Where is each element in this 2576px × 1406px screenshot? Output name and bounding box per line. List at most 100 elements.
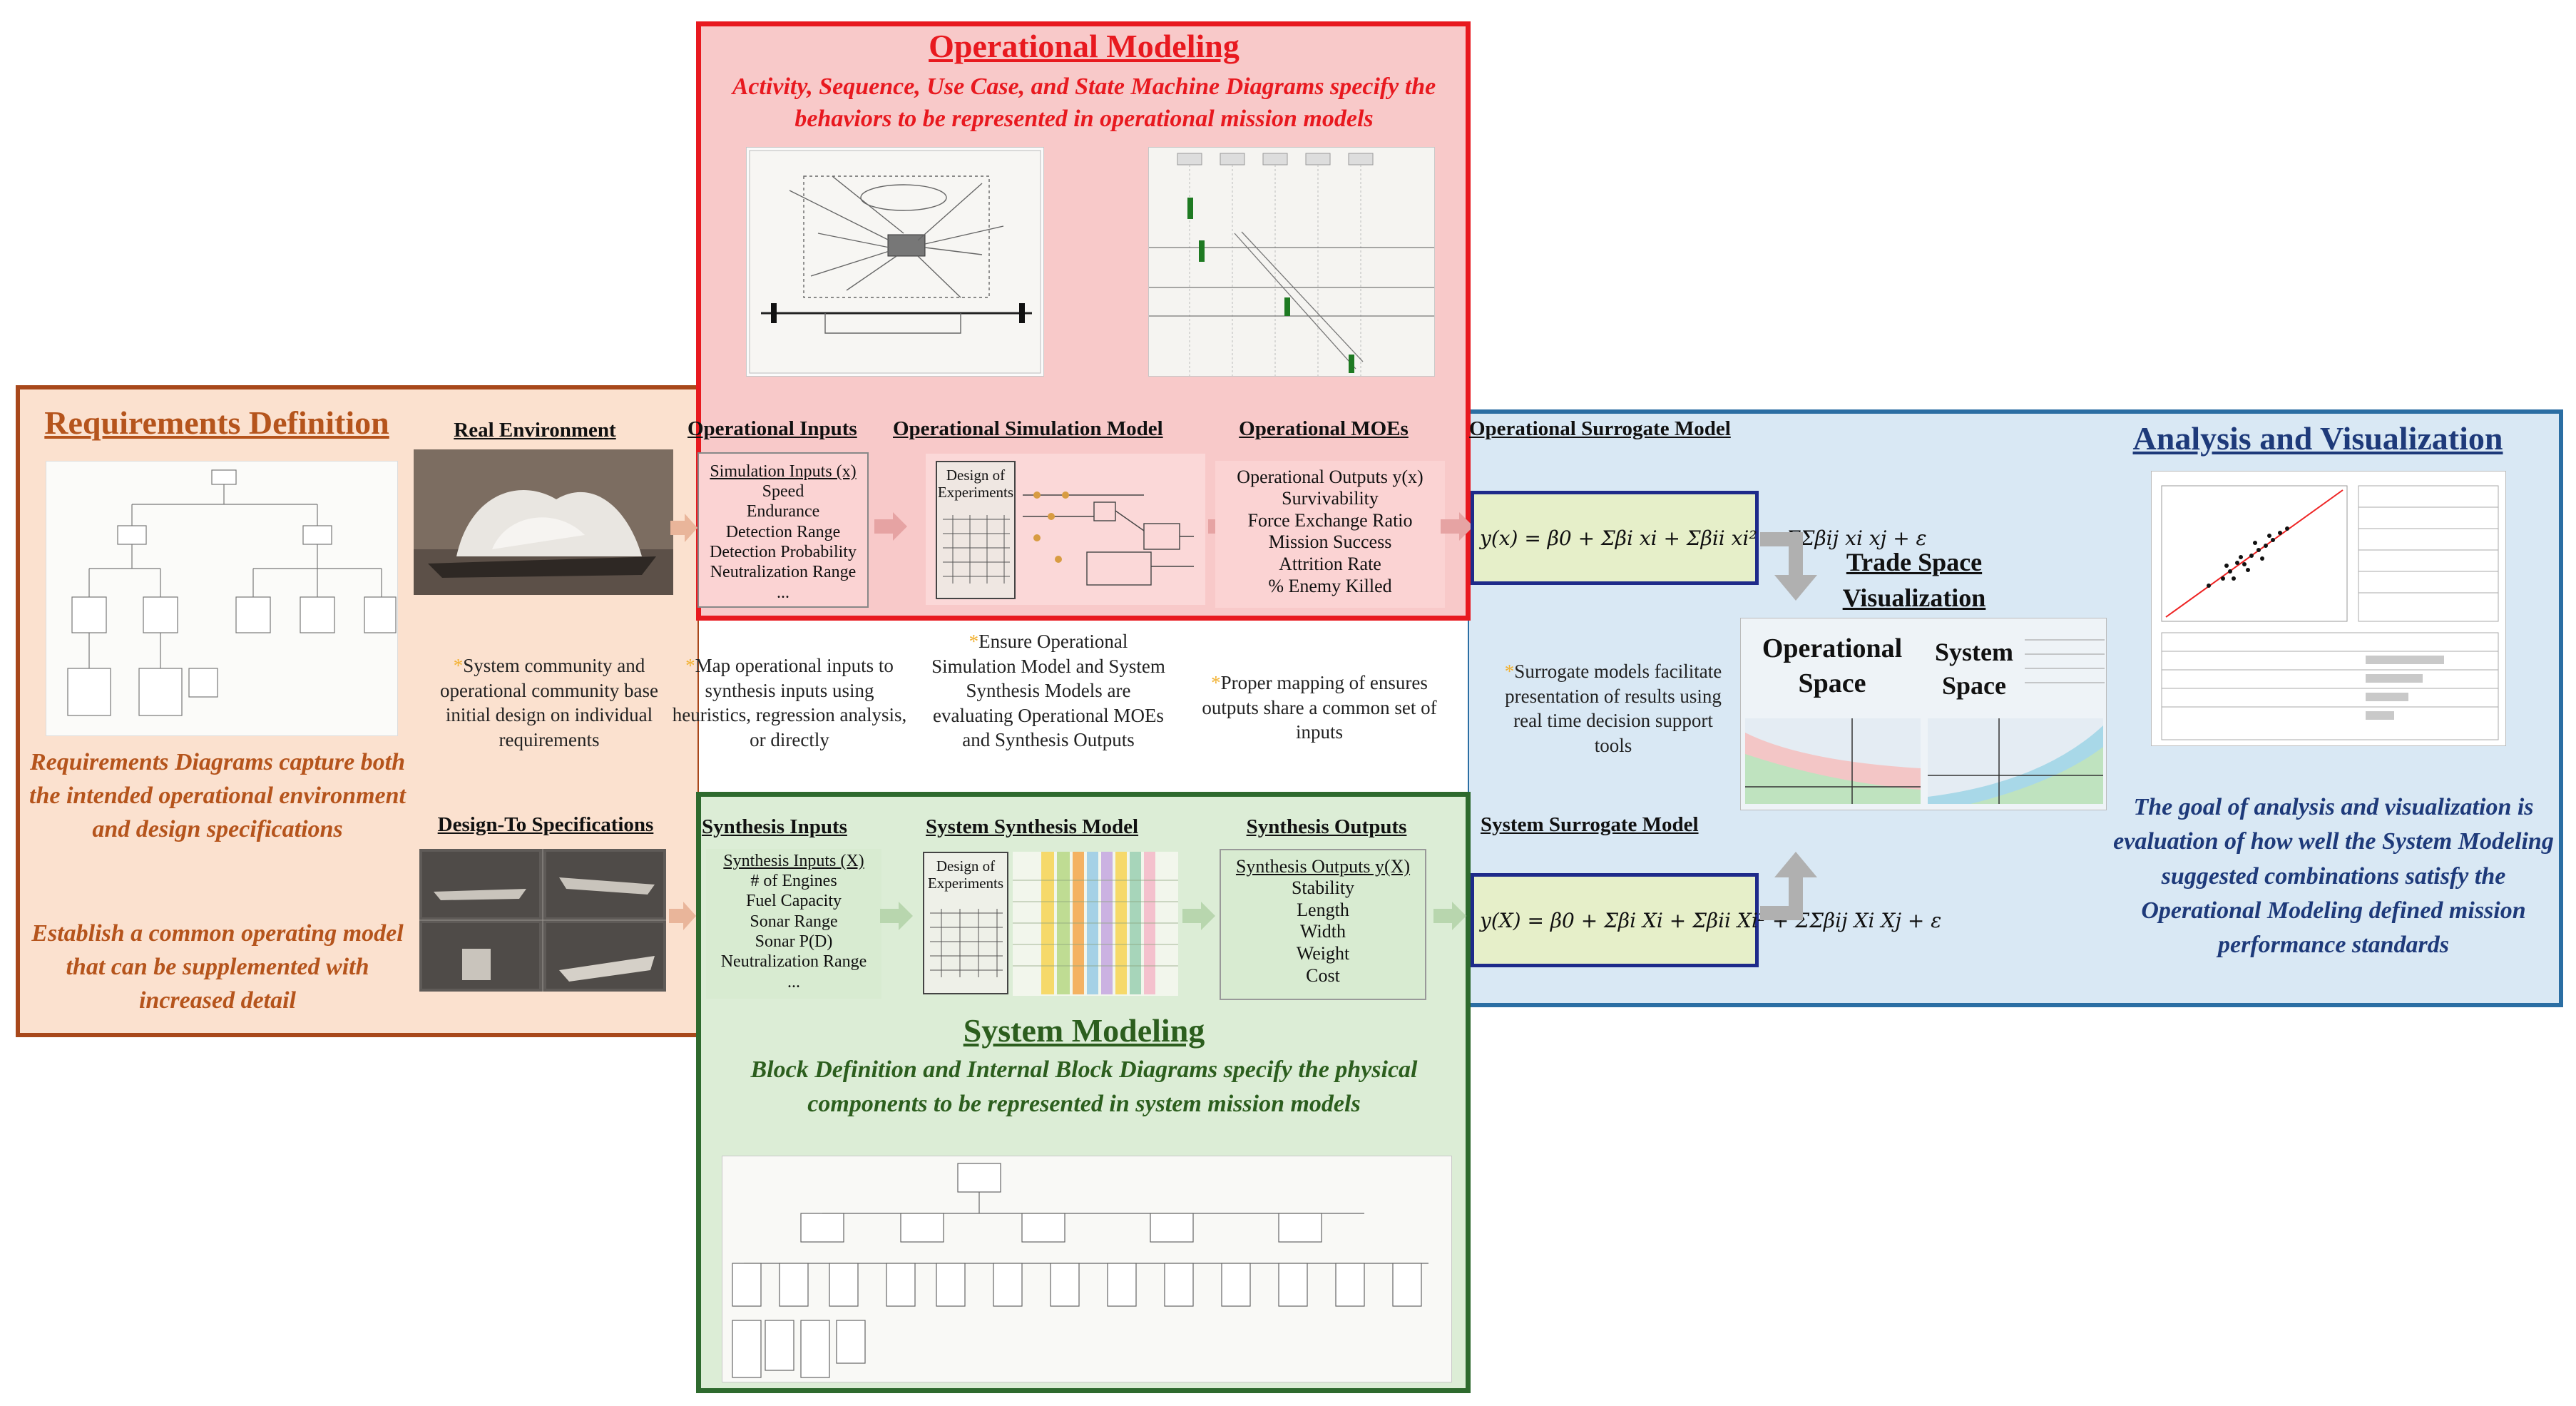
- trade-space-title: Trade Space Visualization: [1842, 548, 1986, 612]
- doe-grid-icon: [943, 515, 1010, 584]
- list-item: Neutralization Range: [720, 952, 867, 972]
- block-diagram-tree-icon: [732, 1163, 1428, 1378]
- system-space-plot-icon: [1928, 718, 2103, 804]
- doe-label: Design of Experiments: [927, 857, 1004, 892]
- operational-outputs-box: Operational Outputs y(x) Survivability F…: [1215, 461, 1445, 608]
- system-surrogate-equation: y(X) = β0 + Σβi Xi + Σβii Xi² + ΣΣβij Xi…: [1471, 873, 1941, 967]
- system-space-table-icon: [2025, 639, 2105, 683]
- synthesis-inputs-header: Synthesis Inputs: [702, 815, 847, 838]
- ship-cad-icon: [419, 849, 666, 992]
- operational-moes-header: Operational MOEs: [1239, 417, 1409, 440]
- operational-space-plot-icon: [1745, 718, 1921, 804]
- operational-outputs-box-title: Operational Outputs y(x): [1237, 467, 1424, 487]
- map-inputs-note-text: Map operational inputs to synthesis inpu…: [672, 655, 907, 750]
- flow-arrow-icon: [874, 511, 909, 546]
- map-inputs-note: *Map operational inputs to synthesis inp…: [672, 653, 907, 752]
- flow-arrow-icon: [670, 512, 699, 547]
- list-item: Length: [1297, 899, 1349, 920]
- list-item: ...: [787, 972, 800, 992]
- list-item: Width: [1300, 921, 1346, 942]
- flow-arrow-icon: [880, 900, 914, 935]
- design-to-figure: [419, 849, 666, 992]
- operational-inputs-header: Operational Inputs: [688, 417, 857, 440]
- system-modeling-title: System Modeling: [963, 1012, 1205, 1049]
- list-item: Sonar Range: [750, 912, 838, 931]
- system-surrogate-equation-text: y(X) = β0 + Σβi Xi + Σβii Xi² + ΣΣβij Xi…: [1480, 908, 1942, 932]
- surrogate-note-text: Surrogate models facilitate presentation…: [1505, 661, 1722, 756]
- operational-space-label: Operational Space: [1762, 633, 1903, 699]
- doe-label: Design of Experiments: [937, 467, 1014, 501]
- list-item: Detection Range: [725, 522, 841, 541]
- list-item: Speed: [762, 482, 804, 501]
- system-space-label: System Space: [1935, 638, 2013, 700]
- requirements-title: Requirements Definition: [44, 404, 389, 441]
- operational-subtitle: Activity, Sequence, Use Case, and State …: [732, 73, 1436, 132]
- requirements-tree-icon: [67, 469, 397, 716]
- star-bullet-icon: *: [1211, 672, 1221, 693]
- synthesis-inputs-box: Synthesis Inputs (X) # of Engines Fuel C…: [706, 849, 881, 999]
- requirements-caption-1: Requirements Diagrams capture both the i…: [29, 749, 406, 842]
- synthesis-outputs-header: Synthesis Outputs: [1246, 815, 1407, 838]
- sys-surrogate-header: System Surrogate Model: [1481, 813, 1699, 836]
- flow-arrow-icon: [1441, 511, 1475, 546]
- block-definition-diagram-figure: [722, 1156, 1452, 1382]
- surrogate-note: *Surrogate models facilitate presentatio…: [1499, 659, 1727, 758]
- doe-box: Design of Experiments: [923, 852, 1008, 994]
- ensure-models-note: *Ensure Operational Simulation Model and…: [927, 629, 1170, 753]
- real-environment-header: Real Environment: [454, 419, 616, 442]
- synthesis-inputs-box-title: Synthesis Inputs (X): [723, 852, 864, 870]
- requirements-caption-2: Establish a common operating model that …: [31, 920, 404, 1014]
- doe-box: Design of Experiments: [936, 461, 1016, 599]
- operational-title: Operational Modeling: [929, 28, 1240, 64]
- proper-mapping-note: *Proper mapping of ensures outputs share…: [1192, 671, 1446, 745]
- system-synthesis-model-header: System Synthesis Model: [926, 815, 1139, 838]
- star-bullet-icon: *: [968, 631, 979, 652]
- list-item: # of Engines: [750, 872, 837, 890]
- operational-inputs-box: Simulation Inputs (x) Speed Endurance De…: [697, 452, 869, 608]
- elbow-arrow-up-icon: [1760, 849, 1831, 931]
- operational-surrogate-header: Operational Surrogate Model: [1469, 417, 1731, 440]
- synthesis-outputs-list: Stability Length Width Weight Cost: [1221, 877, 1425, 987]
- system-modeling-subtitle: Block Definition and Internal Block Diag…: [750, 1056, 1418, 1118]
- operational-inputs-box-title: Simulation Inputs (x): [710, 462, 857, 481]
- synthesis-inputs-list: # of Engines Fuel Capacity Sonar Range S…: [706, 871, 881, 992]
- flow-arrow-icon: [669, 900, 697, 935]
- list-item: Sonar P(D): [755, 932, 833, 951]
- real-environment-photo: [414, 449, 673, 595]
- proper-mapping-note-text: Proper mapping of ensures outputs share …: [1202, 672, 1437, 743]
- star-bullet-icon: *: [685, 655, 695, 676]
- list-item: Attrition Rate: [1279, 554, 1381, 575]
- analysis-goal-caption: The goal of analysis and visualization i…: [2113, 794, 2554, 959]
- synthesis-spreadsheet-icon: [1013, 852, 1178, 996]
- synthesis-outputs-box: Synthesis Outputs y(X) Stability Length …: [1220, 849, 1426, 1000]
- list-item: Mission Success: [1268, 531, 1392, 553]
- operational-surrogate-equation: y(x) = β0 + Σβi xi + Σβii xi² + ΣΣβij xi…: [1471, 491, 1927, 585]
- analysis-title: Analysis and Visualization: [2132, 420, 2503, 457]
- operational-surrogate-equation-text: y(x) = β0 + Σβi xi + Σβii xi² + ΣΣβij xi…: [1480, 526, 1927, 550]
- middle-notes-strip: [699, 621, 1468, 792]
- ship-explosion-icon: [414, 449, 673, 595]
- list-item: ...: [777, 583, 789, 602]
- requirements-note-text: System community and operational communi…: [440, 655, 658, 750]
- list-item: Stability: [1291, 877, 1355, 898]
- ensure-models-note-text: Ensure Operational Simulation Model and …: [931, 631, 1165, 751]
- system-space-panel: System Space: [1925, 618, 2107, 811]
- sequence-diagram-figure: [1148, 147, 1435, 377]
- list-item: Cost: [1306, 964, 1340, 986]
- operational-space-panel: Operational Space: [1741, 618, 1923, 811]
- activity-diagram-figure: [746, 147, 1044, 377]
- requirements-note: *System community and operational commun…: [428, 653, 670, 752]
- operational-outputs-list: Survivability Force Exchange Ratio Missi…: [1215, 488, 1445, 597]
- regression-analysis-figure: [2151, 471, 2506, 746]
- simulation-blocks-icon: [1023, 491, 1194, 586]
- requirements-diagram-figure: [46, 461, 398, 736]
- elbow-arrow-down-icon: [1760, 525, 1831, 607]
- trade-space-figure: Operational Space System Space: [1740, 618, 2107, 810]
- system-synthesis-model-figure: Design of Experiments: [923, 852, 1181, 996]
- list-item: Detection Probability: [710, 542, 857, 561]
- sequence-diagram-icon: [1149, 148, 1434, 376]
- list-item: Fuel Capacity: [746, 892, 842, 911]
- design-to-header: Design-To Specifications: [437, 813, 654, 836]
- list-item: Endurance: [746, 502, 820, 521]
- list-item: % Enemy Killed: [1268, 575, 1392, 596]
